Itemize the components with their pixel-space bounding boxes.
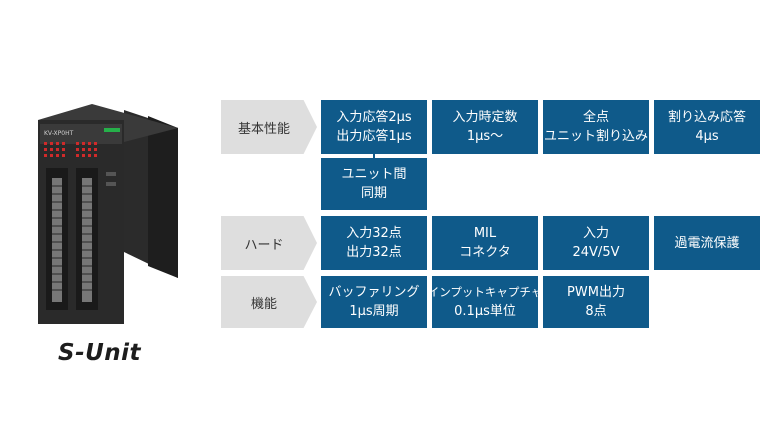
category-hardware: ハード (221, 216, 317, 270)
category-basic-performance: 基本性能 (221, 100, 317, 154)
feature-overcurrent-protection: 過電流保護 (654, 216, 760, 270)
feature-input-voltage: 入力 24V/5V (543, 216, 649, 270)
model-text: KV-XP0HT (44, 130, 74, 137)
category-functions: 機能 (221, 276, 317, 328)
feature-mil-connector: MIL コネクタ (432, 216, 538, 270)
connector-line (373, 154, 375, 158)
feature-interrupt-response: 割り込み応答 4μs (654, 100, 760, 154)
s-unit-logo: S-Unit (58, 340, 142, 366)
feature-input-capture: インプットキャプチャ 0.1μs単位 (428, 276, 542, 328)
feature-response-time: 入力応答2μs 出力応答1μs (321, 100, 427, 154)
feature-input-time-constant: 入力時定数 1μs〜 (432, 100, 538, 154)
feature-all-point-interrupt: 全点 ユニット割り込み (543, 100, 649, 154)
feature-pwm-output: PWM出力 8点 (543, 276, 649, 328)
feature-io-points: 入力32点 出力32点 (321, 216, 427, 270)
product-image: KV-XP0HT (38, 104, 178, 324)
feature-buffering: バッファリング 1μs周期 (321, 276, 427, 328)
feature-inter-unit-sync: ユニット間 同期 (321, 158, 427, 210)
